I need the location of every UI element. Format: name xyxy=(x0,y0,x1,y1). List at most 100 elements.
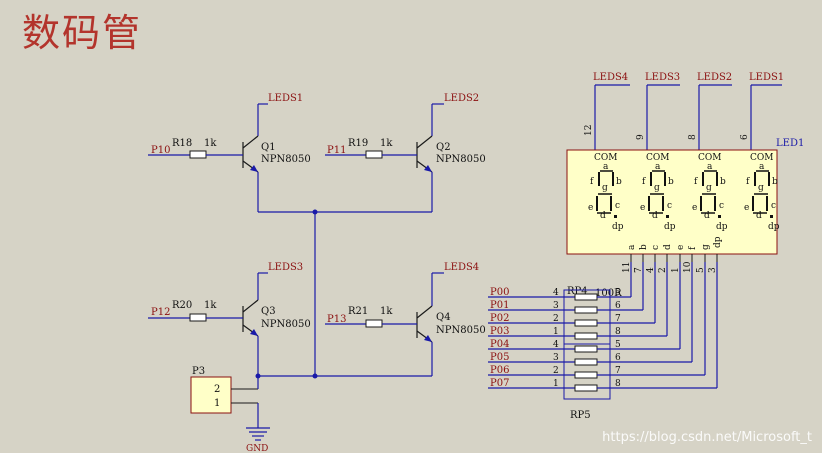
junction-dot xyxy=(312,209,318,215)
segment-label: dp xyxy=(664,222,676,232)
display-pin-e: e1 xyxy=(671,245,686,349)
segment-label: e xyxy=(692,203,697,213)
display-pin-dp: dp3 xyxy=(708,236,723,388)
pin-number: 3 xyxy=(553,353,559,363)
port-label: P03 xyxy=(490,326,509,337)
display-pin-b: b7 xyxy=(634,244,649,310)
port-label: P11 xyxy=(327,145,346,156)
display-pin-d: d2 xyxy=(658,244,673,336)
pin-number: 6 xyxy=(615,353,621,363)
transistor-ref: Q3 xyxy=(261,306,276,317)
port-label: P01 xyxy=(490,300,509,311)
emitter-bus xyxy=(255,209,432,379)
pin-number: 10 xyxy=(683,261,693,273)
pin-number: 11 xyxy=(622,262,632,273)
segment-label: c xyxy=(615,201,620,211)
net-label: LEDS4 xyxy=(593,72,628,83)
segment-pin-label: d xyxy=(663,244,673,250)
pin-number: 8 xyxy=(688,134,698,140)
network-value: 100R xyxy=(595,288,622,299)
junction-dot xyxy=(312,373,318,379)
segment-label: e xyxy=(588,203,593,213)
segment-label: a xyxy=(655,162,661,172)
port-label: P10 xyxy=(151,145,170,156)
resistor-ref: R20 xyxy=(172,300,192,311)
segment-label: a xyxy=(603,162,609,172)
transistor-ref: Q1 xyxy=(261,142,276,153)
pin-number: 12 xyxy=(584,125,594,136)
resistor-ref: R18 xyxy=(172,138,192,149)
resistor-ref: R21 xyxy=(348,306,368,317)
transistor-q1-block: LEDS1 P10 R18 1k Q1 NPN8050 xyxy=(148,93,311,212)
segment-label: b xyxy=(720,177,726,187)
port-label: P07 xyxy=(490,378,509,389)
transistor-model: NPN8050 xyxy=(436,325,486,336)
pin-number: 2 xyxy=(553,366,559,376)
pin-number: 2 xyxy=(658,267,668,273)
connector-pin: 2 xyxy=(214,384,220,395)
resistor xyxy=(365,319,383,328)
ground-label: GND xyxy=(246,444,268,453)
transistor-model: NPN8050 xyxy=(261,154,311,165)
segment-pin-label: g xyxy=(701,244,711,250)
segment-pin-label: c xyxy=(651,245,661,250)
segment-label: c xyxy=(719,201,724,211)
resistor-row: P07 1 8 xyxy=(488,378,717,392)
segment-label: b xyxy=(616,177,622,187)
network-ref: RP4 xyxy=(567,286,588,297)
segment-label: a xyxy=(759,162,765,172)
segment-label: b xyxy=(668,177,674,187)
pin-number: 2 xyxy=(553,314,559,324)
pin-number: 8 xyxy=(615,327,621,337)
segment-label: dp xyxy=(612,222,624,232)
segment-label: g xyxy=(654,183,660,193)
connector-p3: P3 2 1 GND xyxy=(190,366,270,453)
segment-label: f xyxy=(694,177,698,187)
display-ref: LED1 xyxy=(776,138,804,149)
port-label: P04 xyxy=(490,339,509,350)
net-label: LEDS1 xyxy=(268,93,303,104)
net-label: LEDS2 xyxy=(697,72,732,83)
page-title: 数码管 xyxy=(22,11,143,55)
resistor xyxy=(189,313,207,322)
pin-number: 1 xyxy=(671,267,681,273)
resistor-value: 1k xyxy=(380,138,393,149)
com-label: COM xyxy=(750,153,773,163)
transistor-model: NPN8050 xyxy=(436,154,486,165)
pin-number: 1 xyxy=(553,379,559,389)
segment-label: c xyxy=(771,201,776,211)
segment-label: f xyxy=(590,177,594,187)
resistor-value: 1k xyxy=(204,138,217,149)
led-display: LEDS4 LEDS3 LEDS2 LEDS1 12 9 8 6 LED1 CO… xyxy=(566,72,804,388)
segment-label: e xyxy=(744,203,749,213)
resistor xyxy=(189,150,207,159)
network-ref: RP5 xyxy=(570,410,591,421)
port-label: P13 xyxy=(327,314,346,325)
port-label: P12 xyxy=(151,307,170,318)
segment-label: g xyxy=(758,183,764,193)
display-pin-g: g5 xyxy=(696,244,711,375)
segment-label: e xyxy=(640,203,645,213)
pin-number: 7 xyxy=(634,267,644,273)
com-label: COM xyxy=(646,153,669,163)
com-label: COM xyxy=(698,153,721,163)
segment-pin-label: a xyxy=(627,244,637,250)
segment-pin-label: f xyxy=(688,246,698,250)
pin-number: 7 xyxy=(615,366,621,376)
display-pin-f: f 10 xyxy=(683,246,698,362)
resistor-value: 1k xyxy=(204,300,217,311)
pin-number: 1 xyxy=(553,327,559,337)
segment-pin-label: dp xyxy=(713,236,723,248)
pin-number: 8 xyxy=(615,379,621,389)
pin-number: 5 xyxy=(615,288,621,298)
